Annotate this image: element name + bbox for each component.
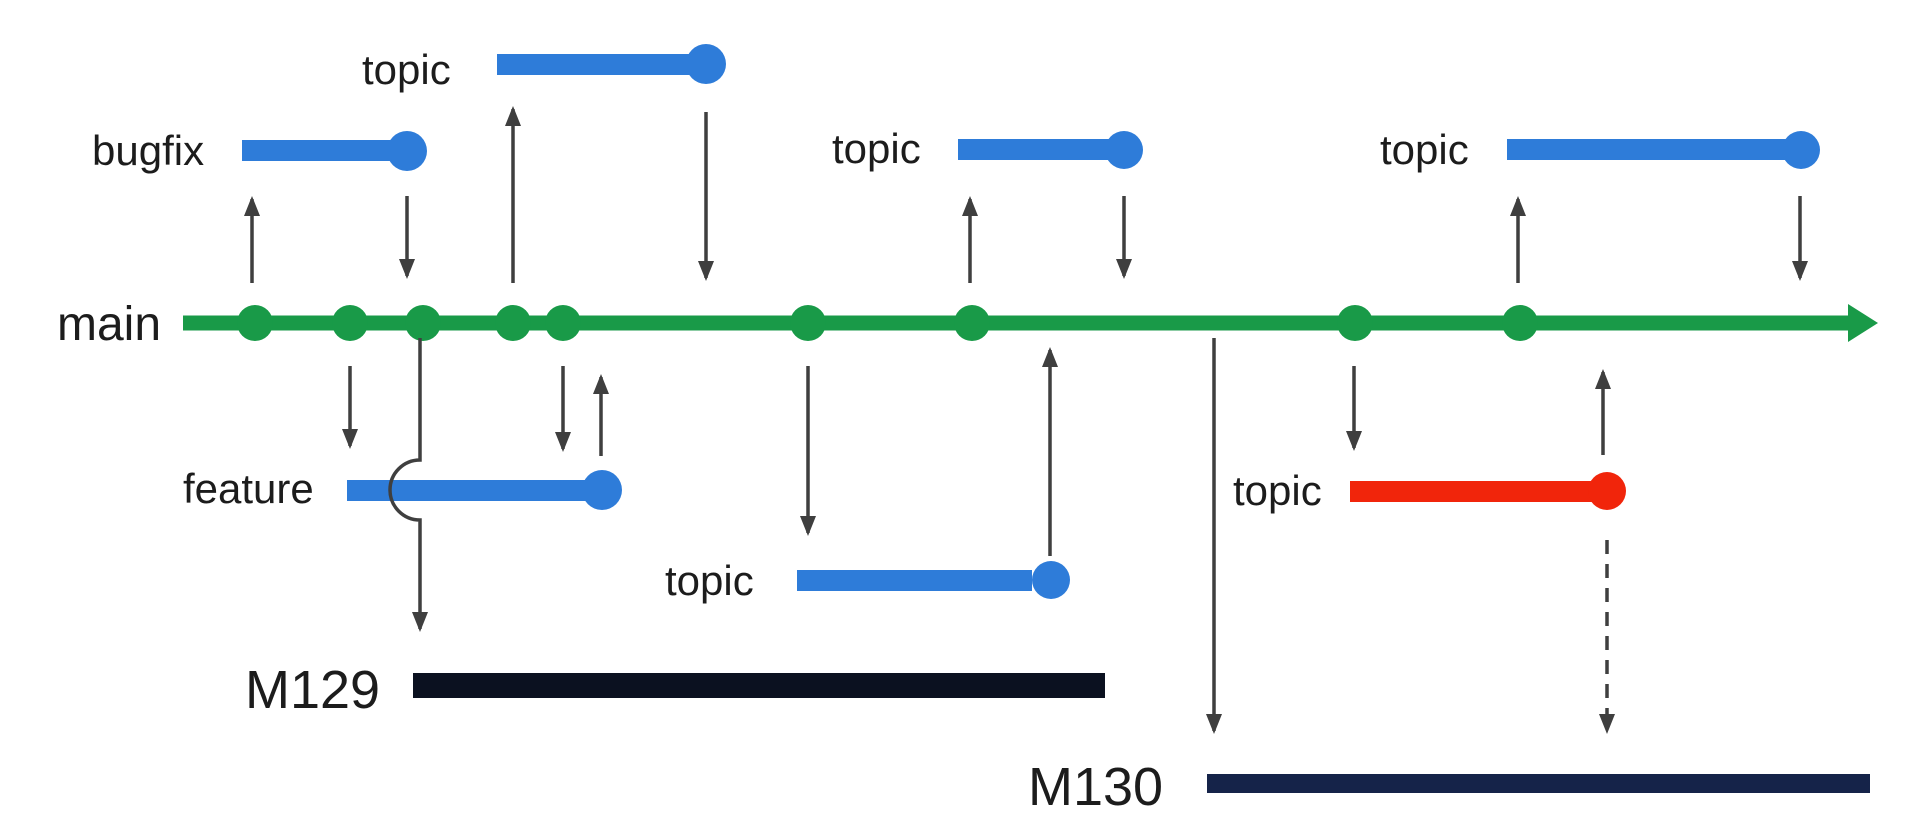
main-branch: main [57,298,1878,351]
topic-mid-branch-tip [1105,131,1143,169]
bugfix-branch-label: bugfix [92,127,204,174]
topic-top-branch-line [497,54,691,75]
topic-mid-branch-line [958,139,1110,160]
topic-lower-branch: topic [665,347,1070,604]
main-commit-dot [1337,305,1373,341]
bugfix-branch: bugfix [92,127,427,283]
main-commit-dot [1502,305,1538,341]
topic-right-branch-tip [1782,131,1820,169]
topic-mid-branch-label: topic [832,125,921,172]
topic-top-branch-label: topic [362,46,451,93]
topic-lower-branch-tip [1032,561,1070,599]
main-commit-dot [332,305,368,341]
topic-right-branch: topic [1380,126,1820,283]
main-commit-dot [495,305,531,341]
main-commit-dot [545,305,581,341]
main-commit-dot [405,305,441,341]
release-m130: M130 [1028,338,1870,817]
release-m129: M129 [245,338,1105,720]
bugfix-branch-tip [387,131,427,171]
topic-red-branch: topic [1233,366,1626,734]
topic-lower-branch-line [797,570,1032,591]
release-m129-label: M129 [245,660,380,720]
release-m130-label: M130 [1028,757,1163,817]
topic-top-branch-tip [686,44,726,84]
feature-branch-line [347,480,588,501]
topic-right-branch-line [1507,139,1787,160]
release-m130-bar [1207,774,1870,793]
release-m129-bar [413,673,1105,698]
main-branch-arrowhead [1848,304,1878,342]
topic-right-branch-label: topic [1380,126,1469,173]
feature-branch-tip [582,470,622,510]
bugfix-branch-line [242,140,392,161]
main-commit-dot [954,305,990,341]
topic-red-branch-label: topic [1233,467,1322,514]
topic-red-branch-line [1350,481,1592,502]
main-commit-dot [790,305,826,341]
main-commit-dot [237,305,273,341]
topic-mid-branch: topic [832,125,1143,283]
release-m129-branch-arrow-with-hop [388,338,428,632]
topic-lower-branch-label: topic [665,557,754,604]
topic-red-branch-tip [1588,472,1626,510]
topic-top-branch: topic [362,44,726,283]
main-branch-label: main [57,298,161,351]
feature-branch: feature [183,366,622,512]
feature-branch-label: feature [183,465,314,512]
